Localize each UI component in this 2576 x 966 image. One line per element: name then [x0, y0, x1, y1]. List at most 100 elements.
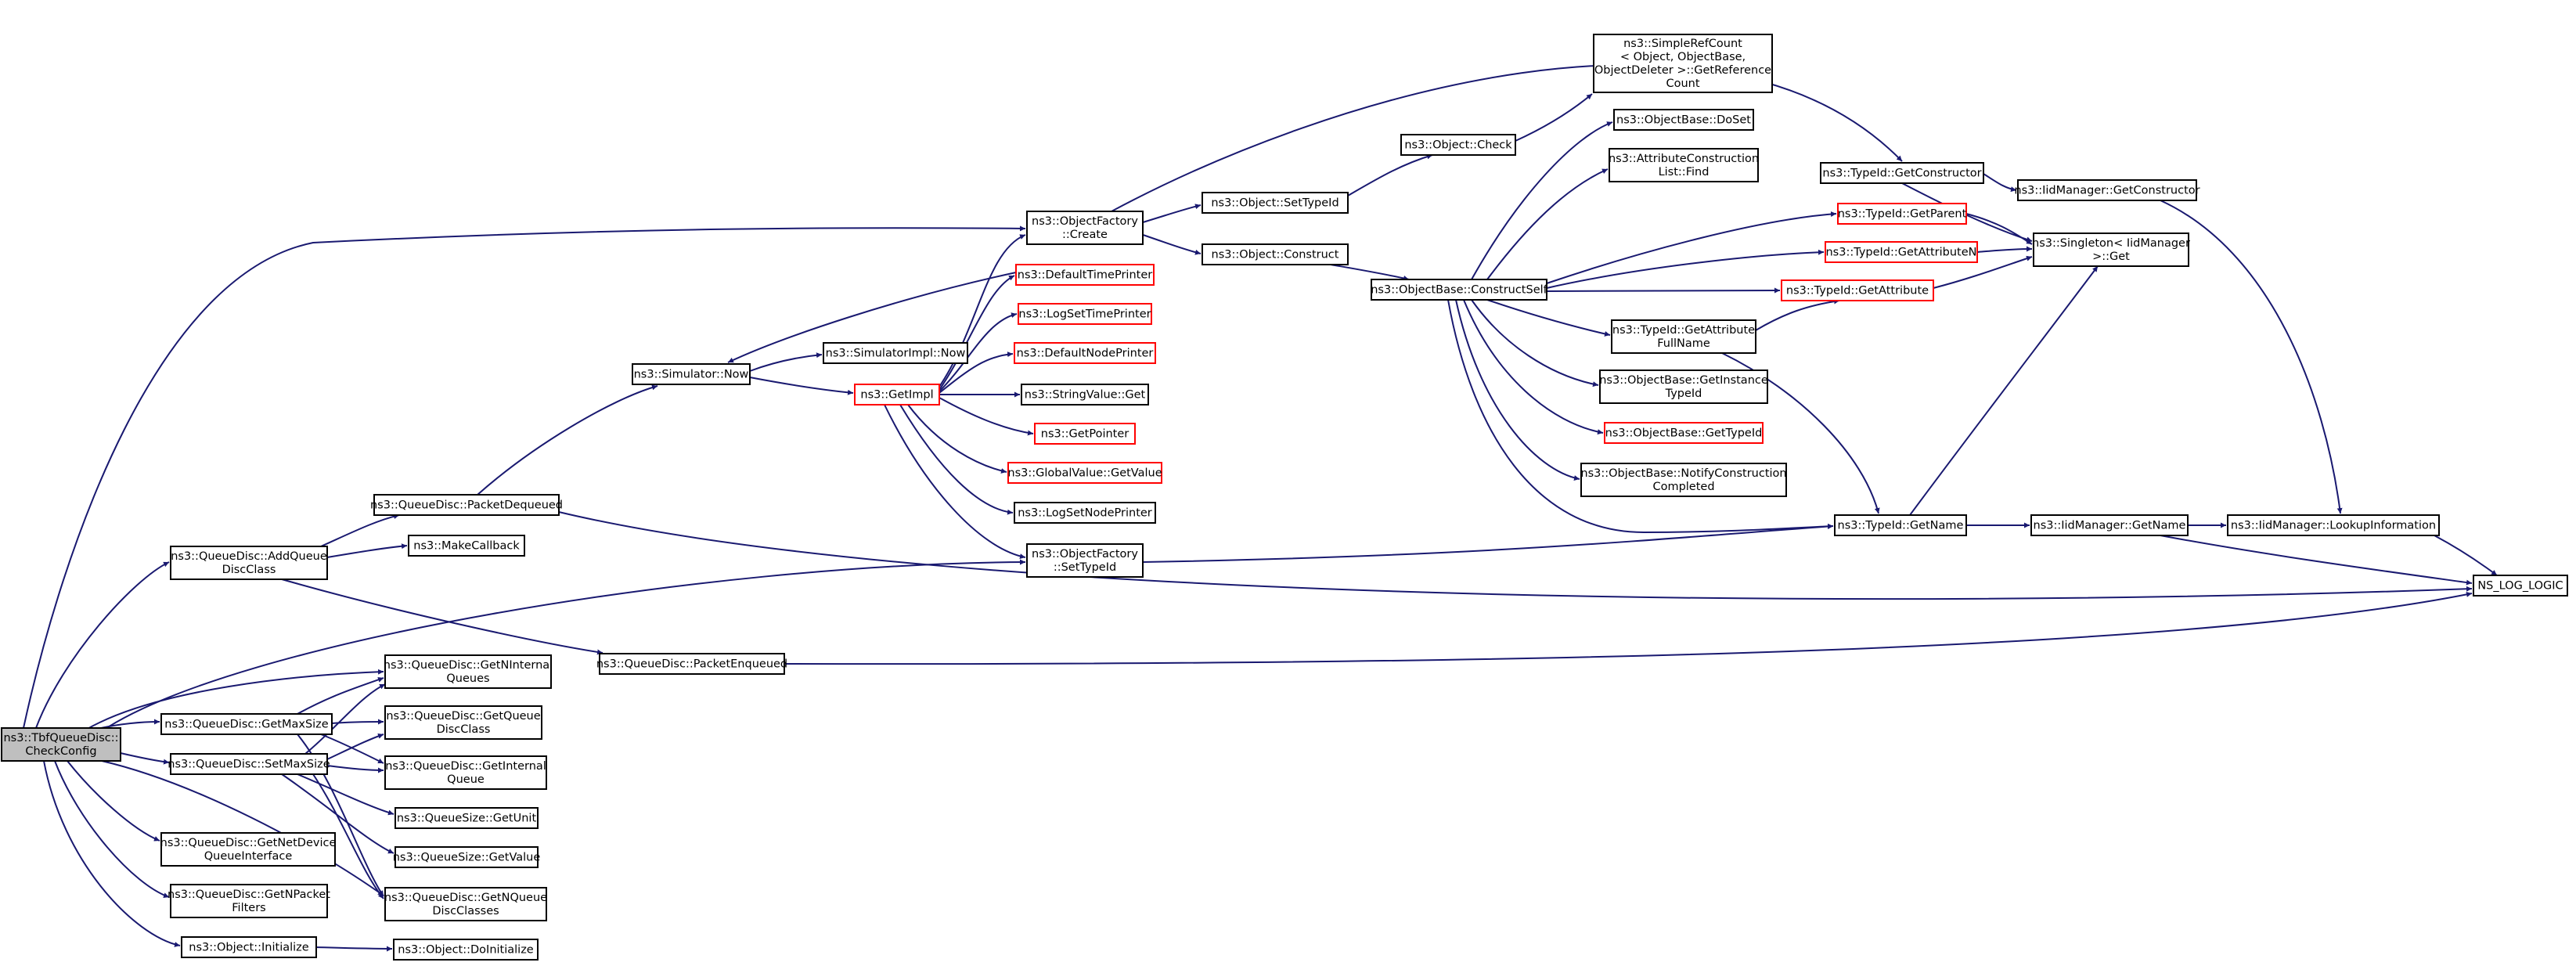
node-box	[1026, 211, 1144, 245]
node-setmaxsize[interactable]: ns3::QueueDisc::SetMaxSize	[168, 753, 330, 775]
node-box	[395, 846, 539, 868]
edge-setmaxsize-to-getqueuedisc	[326, 734, 384, 760]
node-defnode[interactable]: ns3::DefaultNodePrinter	[1014, 342, 1156, 364]
node-nslog[interactable]: NS_LOG_LOGIC	[2473, 575, 2568, 597]
node-logsettime[interactable]: ns3::LogSetTimePrinter	[1018, 303, 1152, 325]
edge-root-to-setmaxsize	[120, 752, 170, 765]
edge-setmaxsize-to-qsvalue	[281, 773, 395, 854]
node-box	[854, 384, 940, 406]
edge-root-to-addqueue	[35, 561, 170, 729]
node-doinit[interactable]: ns3::Object::DoInitialize	[393, 939, 539, 961]
node-label: ns3::ObjectBase::GetTypeId	[1605, 427, 1763, 440]
node-tidgetname[interactable]: ns3::TypeId::GetName	[1834, 514, 1967, 536]
node-label: ns3::LogSetTimePrinter	[1018, 308, 1151, 321]
edge-constructself-to-obdoset	[1471, 121, 1613, 280]
node-ofsettype[interactable]: ns3::ObjectFactory::SetTypeId	[1026, 543, 1144, 578]
node-label: ns3::Singleton< IidManager	[2032, 237, 2190, 250]
node-notifyconst[interactable]: ns3::ObjectBase::NotifyConstructionCompl…	[1580, 463, 1787, 497]
node-label: ns3::ObjectBase::ConstructSelf	[1371, 284, 1547, 297]
node-label: ns3::StringValue::Get	[1025, 389, 1146, 402]
edge-setmaxsize-to-getninternal	[304, 683, 386, 755]
node-simpleref[interactable]: ns3::SimpleRefCount< Object, ObjectBase,…	[1593, 34, 1773, 93]
node-simimplnow[interactable]: ns3::SimulatorImpl::Now	[823, 342, 968, 364]
node-box	[1613, 109, 1754, 131]
node-label: ns3::QueueDisc::GetInternal	[385, 760, 546, 773]
edge-objsettype-to-objcheck	[1347, 153, 1433, 196]
node-ofcreate[interactable]: ns3::ObjectFactory::Create	[1026, 211, 1144, 245]
edge-ofsettype-to-tidgetname	[1142, 524, 1834, 563]
edge-root-to-objinit	[43, 760, 181, 947]
node-logsetnode[interactable]: ns3::LogSetNodePrinter	[1014, 502, 1156, 524]
node-label: ns3::TbfQueueDisc::	[3, 732, 118, 744]
edge-iidgetname-to-nslog	[2160, 535, 2473, 586]
node-getimpl[interactable]: ns3::GetImpl	[854, 384, 940, 406]
node-label: ns3::QueueDisc::AddQueue	[171, 550, 327, 563]
edge-pktdeq-to-simnow	[477, 384, 658, 496]
node-objconstruct[interactable]: ns3::Object::Construct	[1202, 243, 1349, 265]
node-objsettype[interactable]: ns3::Object::SetTypeId	[1202, 192, 1349, 214]
node-tidgetparent[interactable]: ns3::TypeId::GetParent	[1837, 203, 1967, 225]
edge-objinit-to-doinit	[315, 946, 393, 952]
edge-addqueue-to-pkteq	[281, 579, 603, 655]
node-box	[1202, 192, 1349, 214]
node-lookup[interactable]: ns3::IidManager::LookupInformation	[2227, 514, 2440, 536]
node-root[interactable]: ns3::TbfQueueDisc::CheckConfig	[1, 727, 121, 762]
node-strget[interactable]: ns3::StringValue::Get	[1021, 384, 1149, 406]
edge-pktdeq-to-nslog	[558, 511, 2473, 600]
node-iidgetctor[interactable]: ns3::IidManager::GetConstructor	[2014, 179, 2200, 201]
node-objinit[interactable]: ns3::Object::Initialize	[181, 936, 317, 958]
node-pktdeq[interactable]: ns3::QueueDisc::PacketDequeued	[370, 494, 563, 516]
node-label: DiscClass	[222, 564, 276, 576]
node-objcheck[interactable]: ns3::Object::Check	[1400, 134, 1516, 156]
node-deftime[interactable]: ns3::DefaultTimePrinter	[1015, 264, 1155, 286]
edge-getmaxsize-to-getinternal	[320, 734, 384, 764]
node-qsunit[interactable]: ns3::QueueSize::GetUnit	[395, 807, 539, 829]
node-getptr[interactable]: ns3::GetPointer	[1034, 423, 1136, 445]
node-constructself[interactable]: ns3::ObjectBase::ConstructSelf	[1371, 279, 1548, 301]
node-tidgetattr[interactable]: ns3::TypeId::GetAttribute	[1781, 279, 1934, 301]
node-box	[1781, 279, 1934, 301]
node-label: QueueInterface	[204, 850, 293, 863]
node-iidgetname[interactable]: ns3::IidManager::GetName	[2030, 514, 2189, 536]
edge-tidgetparent-to-singleton	[1965, 213, 2033, 245]
node-obdoset[interactable]: ns3::ObjectBase::DoSet	[1613, 109, 1754, 131]
node-qsvalue[interactable]: ns3::QueueSize::GetValue	[393, 846, 541, 868]
node-pkteq[interactable]: ns3::QueueDisc::PacketEnqueued	[596, 653, 787, 675]
node-label: FullName	[1657, 337, 1710, 350]
node-box	[599, 653, 785, 675]
node-getmaxsize[interactable]: ns3::QueueDisc::GetMaxSize	[160, 713, 333, 735]
node-tidgetctor[interactable]: ns3::TypeId::GetConstructor	[1820, 162, 1984, 184]
node-box	[1015, 264, 1155, 286]
node-tidgetattrn[interactable]: ns3::TypeId::GetAttributeN	[1825, 241, 1978, 263]
edge-root-to-ofcreate	[23, 225, 1026, 729]
node-makecb[interactable]: ns3::MakeCallback	[408, 535, 525, 557]
node-label: < Object, ObjectBase,	[1620, 51, 1746, 63]
node-label: Filters	[232, 902, 265, 914]
edge-simnow-to-getimpl	[749, 377, 854, 395]
node-gvget[interactable]: ns3::GlobalValue::GetValue	[1007, 462, 1162, 484]
node-label: ns3::DefaultNodePrinter	[1017, 348, 1154, 360]
node-simnow[interactable]: ns3::Simulator::Now	[632, 363, 751, 385]
node-label: ns3::Object::Check	[1404, 139, 1512, 152]
node-label: ns3::MakeCallback	[413, 540, 520, 553]
node-getnetdevice[interactable]: ns3::QueueDisc::GetNetDeviceQueueInterfa…	[160, 832, 337, 867]
edge-tidgetctor-to-iidgetctor	[1983, 173, 2017, 193]
node-obgettype[interactable]: ns3::ObjectBase::GetTypeId	[1604, 422, 1764, 444]
edge-getimpl-to-ofcreate	[939, 234, 1026, 387]
edge-setmaxsize-to-getinternal	[326, 765, 384, 773]
edge-constructself-to-tidgetattr	[1546, 287, 1781, 294]
node-box	[2030, 514, 2189, 536]
node-label: ns3::ObjectFactory	[1032, 548, 1138, 560]
node-label: ns3::IidManager::LookupInformation	[2231, 520, 2436, 532]
node-singleton[interactable]: ns3::Singleton< IidManager>::Get	[2032, 232, 2190, 267]
